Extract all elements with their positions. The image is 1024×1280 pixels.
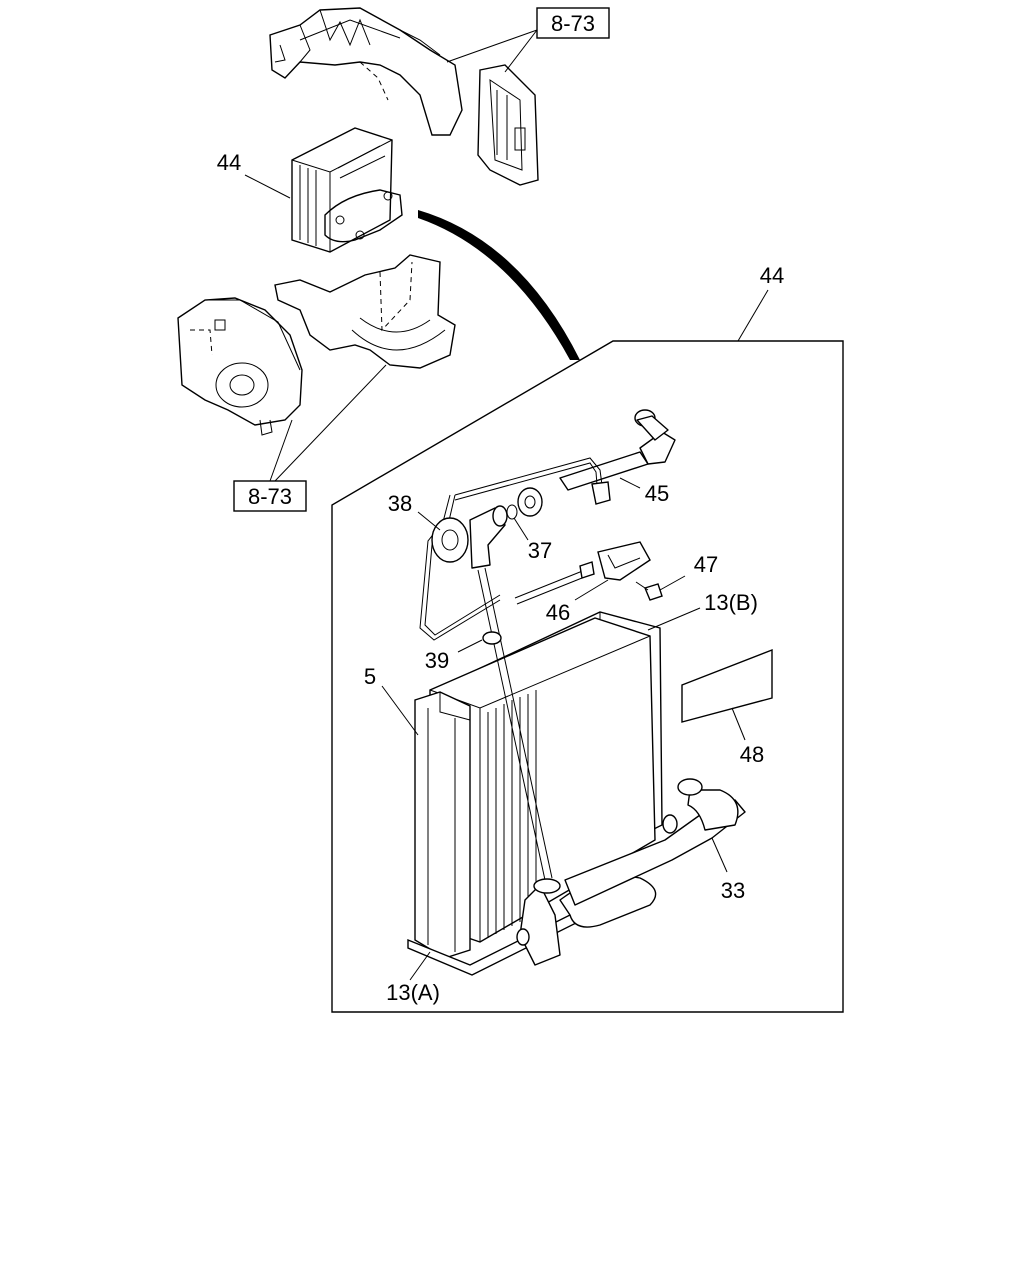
label-45: 45: [645, 481, 669, 506]
detail-frame: [331, 340, 844, 1013]
label-33: 33: [721, 878, 745, 903]
o-ring-39-drawing: [482, 631, 502, 645]
label-46: 46: [546, 600, 570, 625]
pipe-45-drawing: [454, 409, 676, 517]
ref-label-top: 8-73: [551, 11, 595, 36]
label-48: 48: [740, 742, 764, 767]
label-13b: 13(B): [704, 590, 758, 615]
detail-arrow: [418, 210, 580, 360]
label-44-small: 44: [217, 150, 241, 175]
sensor-drawing: [514, 541, 663, 605]
lower-case-drawing: [177, 254, 456, 436]
expansion-valve-drawing: [419, 494, 518, 641]
label-5: 5: [364, 664, 376, 689]
label-39: 39: [425, 648, 449, 673]
label-13a: 13(A): [386, 980, 440, 1005]
ref-label-bottom: 8-73: [248, 484, 292, 509]
label-38: 38: [388, 491, 412, 516]
evaporator-unit-drawing: [291, 127, 403, 253]
upper-case-drawing: [269, 7, 463, 136]
evaporator-core-drawing: [407, 567, 663, 976]
filter-drawing: [477, 64, 539, 186]
label-44-detail: 44: [760, 263, 784, 288]
label-47: 47: [694, 552, 718, 577]
label-37: 37: [528, 538, 552, 563]
pipe-assembly-drawing: [516, 778, 746, 966]
ref-box-top: 8-73: [446, 7, 610, 73]
seal-drawing: [681, 648, 773, 723]
ref-box-bottom: 8-73: [233, 364, 387, 512]
